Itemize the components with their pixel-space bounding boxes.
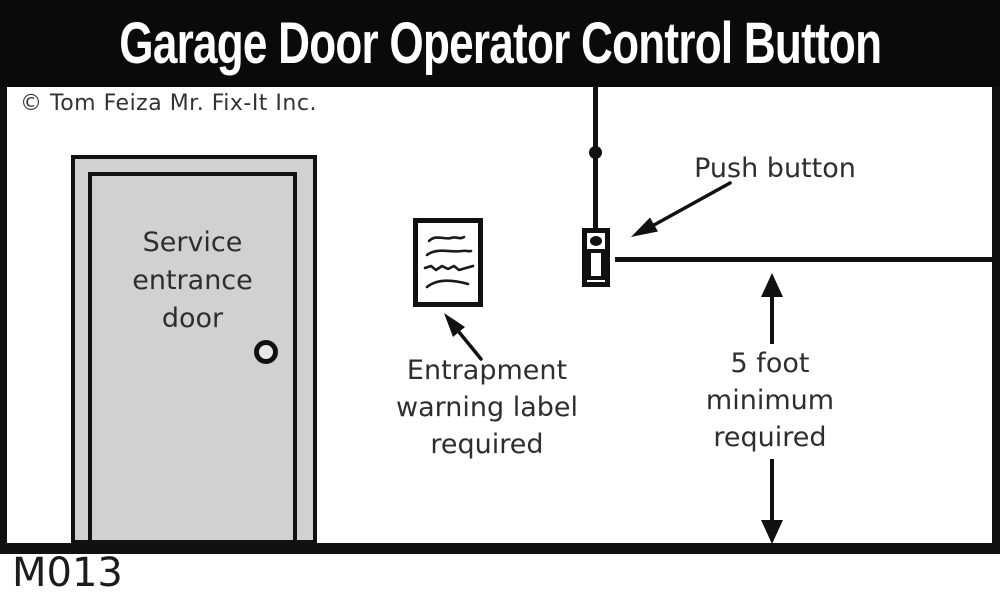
- mounting-height-line: [615, 257, 993, 262]
- measurement-caption: 5 foot minimum required: [705, 348, 835, 453]
- diagram-title: Garage Door Operator Control Button: [119, 11, 882, 76]
- warning-label-sticker: [413, 218, 483, 307]
- push-button-label: Push button: [694, 153, 856, 184]
- push-button-actuator: [587, 249, 605, 280]
- push-button-indicator-dot: [590, 236, 602, 246]
- wire-junction-dot: [589, 146, 602, 159]
- push-button-device: [582, 228, 610, 287]
- title-bar: Garage Door Operator Control Button: [0, 0, 1000, 87]
- diagram-code: M013: [12, 550, 123, 596]
- copyright-text: © Tom Feiza Mr. Fix-It Inc.: [20, 91, 317, 116]
- squiggle-text-icon: [423, 235, 475, 289]
- door-label: Service entrance door: [132, 227, 253, 334]
- door-knob-icon: [254, 340, 278, 364]
- warning-caption: Entrapment warning label required: [396, 355, 578, 460]
